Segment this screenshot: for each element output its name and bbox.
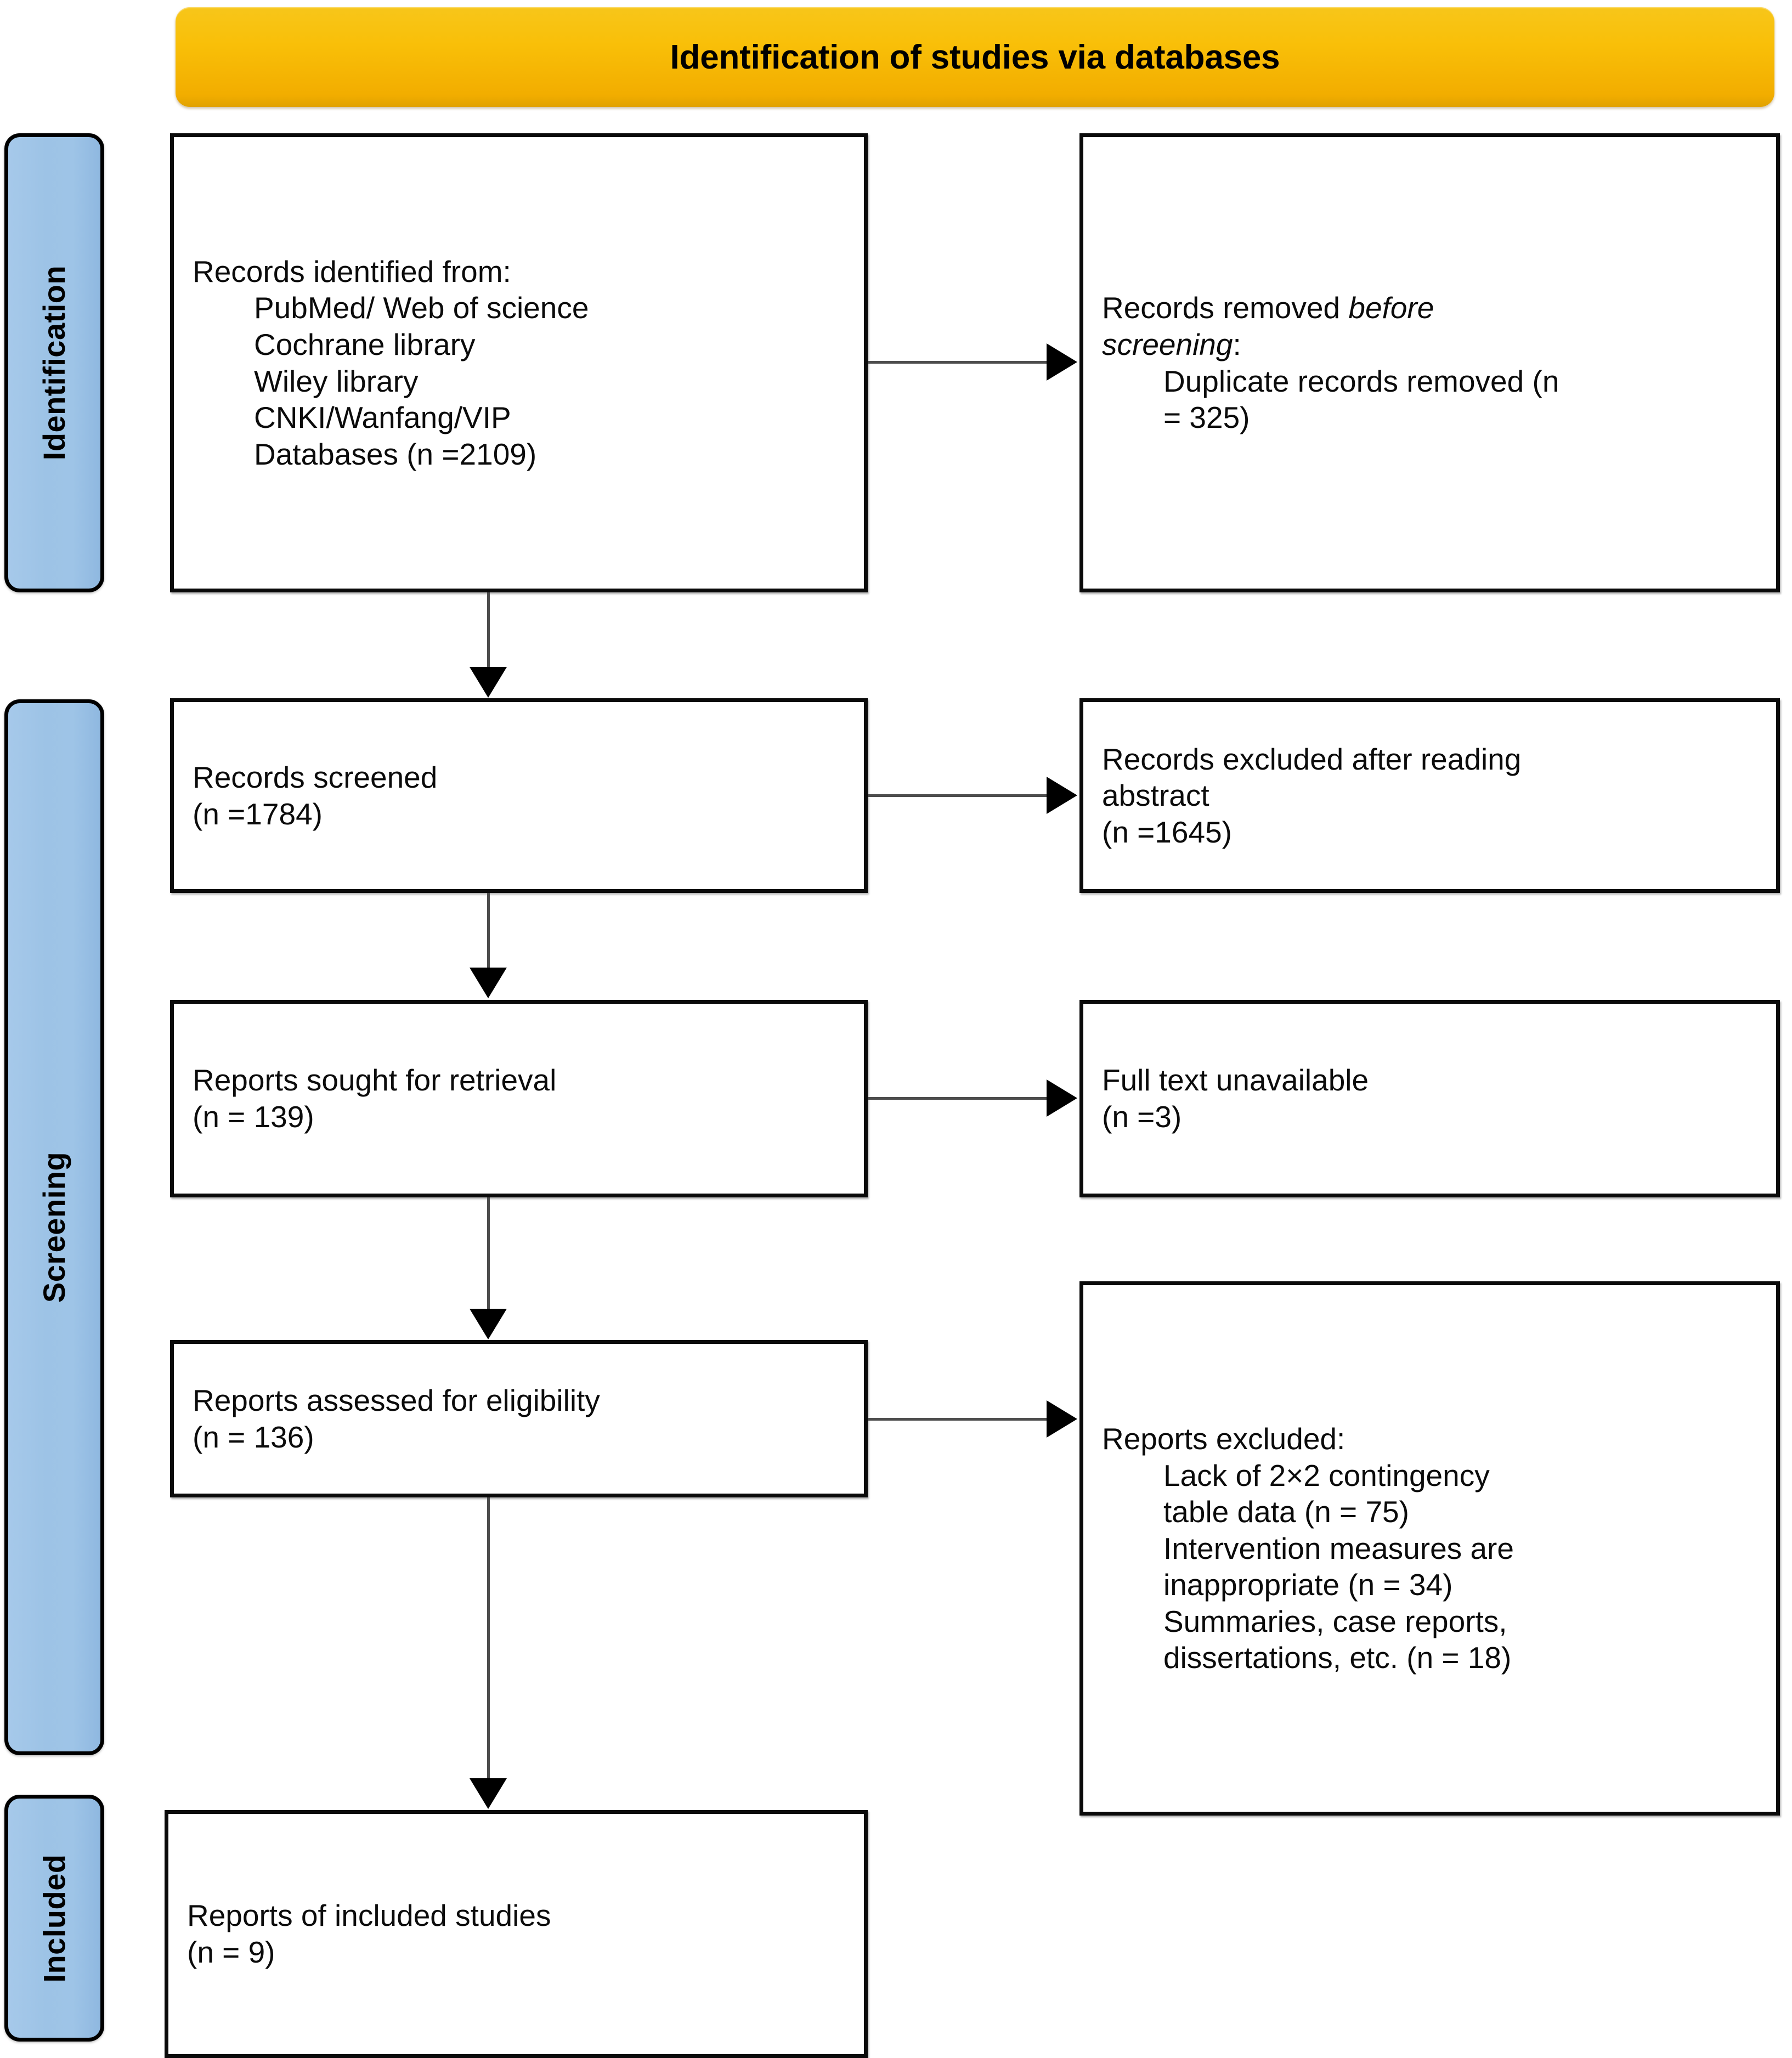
records-removed-heading-pre: Records removed bbox=[1102, 291, 1349, 325]
reports-excluded-reason-3-line1: Summaries, case reports, bbox=[1163, 1604, 1507, 1638]
connector-identified-to-removed bbox=[868, 361, 1054, 364]
connector-screened-to-sought bbox=[487, 893, 490, 970]
arrow-down-icon bbox=[470, 1778, 507, 1809]
reports-excluded-reason-3-line2: dissertations, etc. (n = 18) bbox=[1163, 1641, 1512, 1675]
reports-assessed-count: (n = 136) bbox=[193, 1420, 314, 1454]
box-records-identified: Records identified from: PubMed/ Web of … bbox=[170, 133, 868, 592]
records-screened-count: (n =1784) bbox=[193, 796, 323, 831]
identification-banner: Identification of studies via databases bbox=[176, 7, 1774, 107]
banner-title: Identification of studies via databases bbox=[670, 38, 1280, 76]
stage-screening-text: Screening bbox=[37, 1151, 72, 1303]
reports-excluded-reason-1-line2: table data (n = 75) bbox=[1163, 1495, 1409, 1529]
full-text-unavailable-count: (n =3) bbox=[1102, 1100, 1182, 1134]
stage-label-identification: Identification bbox=[4, 133, 104, 592]
records-identified-heading: Records identified from: bbox=[193, 254, 511, 289]
box-records-removed-before-screening: Records removed before screening: Duplic… bbox=[1079, 133, 1780, 592]
records-excluded-abstract-line1: Records excluded after reading bbox=[1102, 742, 1522, 776]
reports-excluded-reason-2-line1: Intervention measures are bbox=[1163, 1531, 1514, 1565]
records-screened-label: Records screened bbox=[193, 760, 438, 794]
reports-excluded-heading: Reports excluded: bbox=[1102, 1422, 1346, 1456]
connector-assessed-to-reports-excluded bbox=[868, 1418, 1054, 1421]
reports-excluded-reason-1-line1: Lack of 2×2 contingency bbox=[1163, 1458, 1490, 1492]
box-reports-of-included-studies: Reports of included studies (n = 9) bbox=[165, 1810, 868, 2058]
included-studies-count: (n = 9) bbox=[187, 1935, 275, 1969]
records-removed-heading-line2: screening: bbox=[1102, 326, 1757, 363]
reports-sought-label: Reports sought for retrieval bbox=[193, 1063, 557, 1098]
box-reports-sought-for-retrieval: Reports sought for retrieval (n = 139) bbox=[170, 1000, 868, 1197]
box-records-screened: Records screened (n =1784) bbox=[170, 698, 868, 893]
stage-identification-text: Identification bbox=[37, 265, 72, 461]
box-full-text-unavailable: Full text unavailable (n =3) bbox=[1079, 1000, 1780, 1197]
box-reports-assessed-for-eligibility: Reports assessed for eligibility (n = 13… bbox=[170, 1340, 868, 1497]
arrow-right-icon bbox=[1047, 1400, 1077, 1438]
stage-label-included: Included bbox=[4, 1795, 104, 2042]
records-excluded-abstract-count: (n =1645) bbox=[1102, 815, 1232, 849]
arrow-down-icon bbox=[470, 667, 507, 698]
reports-assessed-label: Reports assessed for eligibility bbox=[193, 1383, 600, 1417]
arrow-right-icon bbox=[1047, 343, 1077, 381]
records-identified-source-1: PubMed/ Web of science bbox=[254, 291, 589, 325]
connector-screened-to-excluded-abstract bbox=[868, 794, 1054, 797]
connector-sought-to-assessed bbox=[487, 1197, 490, 1310]
records-identified-source-3: Wiley library bbox=[254, 364, 419, 398]
stage-included-text: Included bbox=[37, 1853, 72, 1983]
reports-excluded-reason-2-line2: inappropriate (n = 34) bbox=[1163, 1568, 1453, 1602]
records-identified-source-4: CNKI/Wanfang/VIP bbox=[254, 400, 511, 435]
box-records-excluded-abstract: Records excluded after reading abstract … bbox=[1079, 698, 1780, 893]
stage-label-screening: Screening bbox=[4, 699, 104, 1755]
records-removed-heading-line1: Records removed before bbox=[1102, 290, 1757, 326]
records-removed-heading-italic-screening: screening bbox=[1102, 327, 1233, 361]
records-excluded-abstract-line2: abstract bbox=[1102, 778, 1209, 813]
duplicate-records-removed-line2: = 325) bbox=[1163, 400, 1250, 435]
duplicate-records-removed-line1: Duplicate records removed (n bbox=[1163, 364, 1559, 398]
records-identified-source-2: Cochrane library bbox=[254, 327, 476, 361]
reports-sought-count: (n = 139) bbox=[193, 1100, 314, 1134]
included-studies-label: Reports of included studies bbox=[187, 1898, 551, 1933]
connector-identified-to-screened bbox=[487, 592, 490, 669]
connector-sought-to-full-text-unavailable bbox=[868, 1097, 1054, 1100]
full-text-unavailable-label: Full text unavailable bbox=[1102, 1063, 1369, 1098]
connector-assessed-to-included bbox=[487, 1497, 490, 1779]
box-reports-excluded: Reports excluded: Lack of 2×2 contingenc… bbox=[1079, 1281, 1780, 1816]
records-removed-heading-italic-before: before bbox=[1348, 291, 1434, 325]
arrow-down-icon bbox=[470, 968, 507, 998]
arrow-right-icon bbox=[1047, 777, 1077, 814]
arrow-down-icon bbox=[470, 1309, 507, 1339]
records-identified-count: Databases (n =2109) bbox=[254, 437, 537, 471]
arrow-right-icon bbox=[1047, 1079, 1077, 1117]
records-removed-heading-colon: : bbox=[1233, 327, 1241, 361]
